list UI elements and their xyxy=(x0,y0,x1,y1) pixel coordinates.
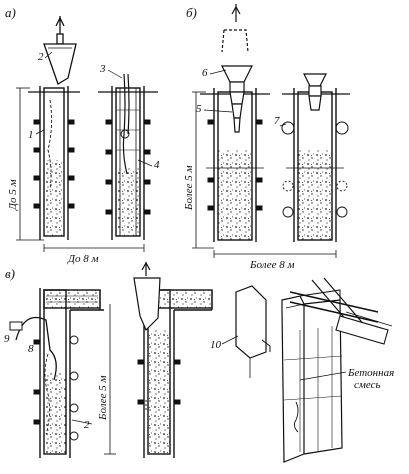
panel-a: а) xyxy=(5,5,160,265)
panel-a-label: а) xyxy=(5,5,16,20)
callout-10: 10 xyxy=(210,339,222,351)
dim-b-height: Более 5 м xyxy=(183,165,195,211)
dimension-c xyxy=(104,304,116,455)
callout-9: 9 xyxy=(4,333,10,345)
panel-b-label: б) xyxy=(186,5,197,20)
leaders-b xyxy=(203,69,287,127)
callout-1: 1 xyxy=(28,129,34,141)
callout-5: 5 xyxy=(196,103,202,115)
callout-2-c: 2 xyxy=(84,419,90,431)
column-c-middle xyxy=(137,288,213,458)
column-a-right xyxy=(98,73,158,240)
leaders-c xyxy=(71,335,347,425)
leaders-a xyxy=(35,51,153,167)
panel-c: в) xyxy=(4,261,394,463)
callout-8: 8 xyxy=(28,343,34,355)
callout-3: 3 xyxy=(99,63,106,75)
callout-4: 4 xyxy=(154,159,160,171)
callout-2: 2 xyxy=(38,51,44,63)
column-b-right xyxy=(281,88,350,242)
dimension-a xyxy=(16,87,145,252)
hopper-b-right xyxy=(303,73,327,111)
dim-b-width: Более 8 м xyxy=(249,259,295,271)
column-a-left xyxy=(28,86,80,240)
dim-c-height: Более 5 м xyxy=(97,375,109,421)
hopper-trunk-6 xyxy=(221,65,253,133)
column-c-3d xyxy=(235,277,393,463)
panel-c-label: в) xyxy=(5,266,15,281)
crane-hook-b xyxy=(221,4,249,53)
annotation-line2: смесь xyxy=(354,379,381,391)
annotation-line1: Бетонная xyxy=(347,367,394,379)
dim-a-width: До 8 м xyxy=(67,253,99,265)
hopper-2 xyxy=(43,16,77,85)
column-b-left xyxy=(200,88,270,242)
callout-6: 6 xyxy=(202,67,208,79)
column-c-left xyxy=(9,288,104,458)
dimension-b xyxy=(192,91,337,258)
hopper-c xyxy=(133,261,161,332)
dim-a-height: До 5 м xyxy=(7,179,19,211)
panel-b: б) xyxy=(183,4,350,271)
callout-7: 7 xyxy=(274,115,280,127)
